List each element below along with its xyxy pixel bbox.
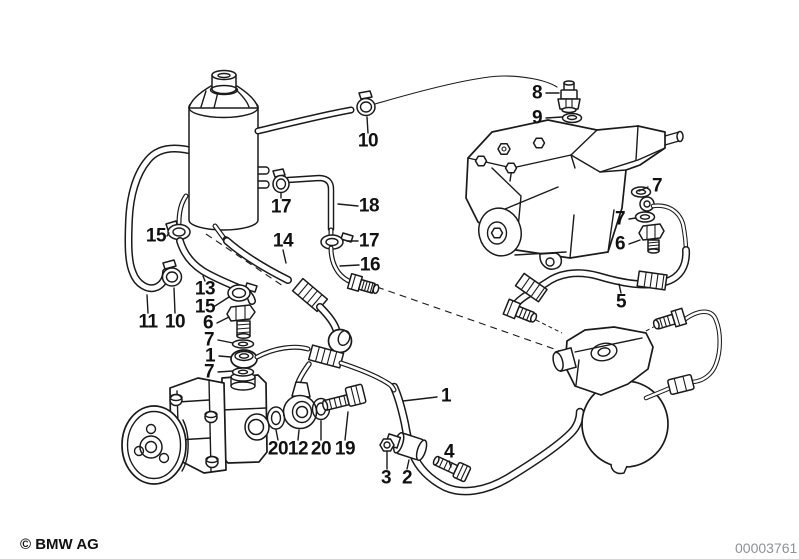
banjo-bolt-19 (321, 383, 367, 411)
part-label-6-28[interactable]: 6 (614, 233, 626, 255)
part-label-7-14[interactable]: 7 (203, 361, 215, 383)
part-label-3-22[interactable]: 3 (380, 467, 392, 489)
gasket-rings-7-right (630, 186, 656, 223)
part-label-10-2[interactable]: 10 (357, 130, 379, 152)
leader-lines (146, 92, 649, 470)
part-label-17-3[interactable]: 17 (270, 196, 292, 218)
hose-clamp-10b (161, 259, 183, 287)
pressure-hose-5 (502, 196, 691, 323)
part-label-1-21[interactable]: 1 (440, 385, 452, 407)
feed-hose-top (254, 75, 558, 135)
hex-nut-3 (379, 438, 395, 452)
suction-hose-14 (223, 237, 353, 354)
banjo-bolt-assembly (226, 282, 258, 377)
part-label-1-13[interactable]: 1 (204, 345, 216, 367)
part-label-10-16[interactable]: 10 (164, 311, 186, 333)
part-label-7-12[interactable]: 7 (203, 329, 215, 351)
screw-4 (432, 455, 472, 483)
copyright-text: © BMW AG (20, 536, 99, 553)
part-label-8-0[interactable]: 8 (531, 82, 543, 104)
pressure-pipe-1 (254, 344, 397, 393)
power-steering-pump (121, 372, 270, 485)
pressure-accumulator (552, 307, 722, 475)
hose-holder-2 (384, 432, 428, 462)
part-label-11-15[interactable]: 11 (138, 311, 158, 333)
o-ring-20-left (266, 406, 286, 430)
part-label-20-19[interactable]: 20 (310, 438, 332, 460)
return-hose-1 (389, 382, 585, 496)
hose-5-fitting (502, 298, 538, 323)
loop-pipe-fitting-top (652, 307, 688, 330)
part-label-9-1[interactable]: 9 (531, 107, 543, 129)
part-label-19-20[interactable]: 19 (334, 438, 356, 460)
part-label-6-11[interactable]: 6 (202, 312, 214, 334)
vent-hose-18 (272, 168, 380, 295)
part-label-5-25[interactable]: 5 (615, 291, 627, 313)
part-label-20-17[interactable]: 20 (267, 438, 289, 460)
part-label-13-9[interactable]: 13 (194, 278, 216, 300)
part-label-14-5[interactable]: 14 (272, 230, 294, 252)
loop-pipe-union (667, 374, 695, 396)
bleeder-valve-8 (557, 80, 581, 114)
part-label-15-8[interactable]: 15 (145, 225, 167, 247)
fluid-reservoir (188, 69, 270, 246)
part-label-4-24[interactable]: 4 (443, 441, 455, 463)
part-label-16-7[interactable]: 16 (359, 254, 381, 276)
elbow-fitting-16 (346, 272, 380, 295)
gasket-ring-9 (561, 112, 583, 124)
part-label-7-26[interactable]: 7 (651, 175, 663, 197)
part-label-7-27[interactable]: 7 (614, 208, 626, 230)
part-label-15-10[interactable]: 15 (194, 296, 216, 318)
hollow-bolt-6-right (638, 223, 665, 254)
diagram-number: 00003761 (735, 540, 798, 556)
part-label-18-4[interactable]: 18 (358, 195, 380, 217)
return-hose-11 (124, 144, 200, 293)
part-label-12-18[interactable]: 12 (287, 438, 309, 460)
part-label-17-6[interactable]: 17 (358, 230, 380, 252)
projection-lines (205, 233, 660, 352)
steering-gear (465, 119, 684, 270)
part-label-2-23[interactable]: 2 (401, 467, 413, 489)
